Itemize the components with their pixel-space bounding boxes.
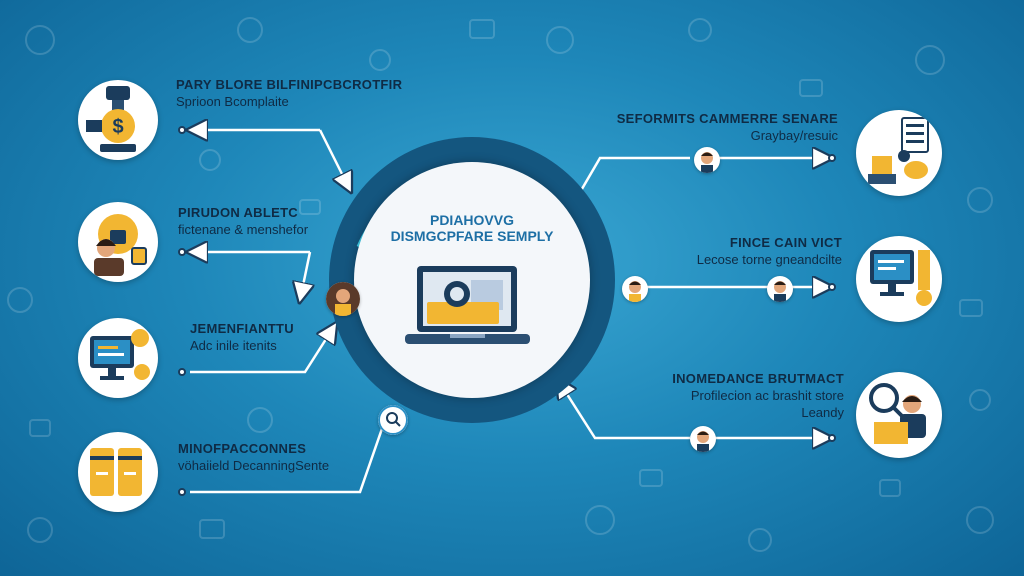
- svg-text:$: $: [112, 116, 123, 138]
- connector-search-icon: [378, 405, 408, 435]
- left-item-4-title: MINOFPACCONNES: [178, 441, 307, 456]
- left-item-2-title: PIRUDON ABLETC: [178, 205, 298, 220]
- person-lock-icon: [78, 202, 158, 282]
- endpoint-dot: [178, 248, 186, 256]
- endpoint-dot: [178, 126, 186, 134]
- left-item-3-title: JEMENFIANTTU: [190, 321, 294, 336]
- endpoint-dot: [828, 154, 836, 162]
- connector-avatar-r2b: [767, 276, 793, 302]
- person-magnifier-icon: [856, 372, 942, 458]
- laptop-lock-icon: [405, 266, 530, 344]
- left-item-1: PARY BLORE BILFINIPCBCROTFIR Sprioon Bco…: [176, 76, 402, 110]
- left-item-3-subtitle: Adc inile itenits: [190, 338, 277, 353]
- right-item-2: FINCE CAIN VICT Lecose torne gneandcilte: [697, 234, 842, 268]
- left-item-4: MINOFPACCONNES vöhaiield DecanningSente: [178, 440, 329, 474]
- right-item-2-title: FINCE CAIN VICT: [729, 235, 842, 250]
- center-title-line1: PDIAHOVVG: [429, 212, 514, 228]
- center-title-line2: DISMGCPFARE SEMPLY: [390, 228, 554, 244]
- connector-avatar-r2a: [622, 276, 648, 302]
- right-item-1: SEFORMITS CAMMERRE SENARE Graybay/resuic: [617, 110, 838, 144]
- left-item-3: JEMENFIANTTU Adc inile itenits: [190, 320, 294, 354]
- computer-coins-icon: [856, 236, 942, 322]
- money-bag-machine-icon: $: [78, 80, 158, 160]
- left-item-1-title: PARY BLORE BILFINIPCBCROTFIR: [176, 77, 403, 92]
- center-title: PDIAHOVVG DISMGCPFARE SEMPLY: [354, 212, 590, 244]
- right-item-1-subtitle: Graybay/resuic: [750, 128, 838, 143]
- right-item-2-subtitle: Lecose torne gneandcilte: [696, 252, 842, 267]
- monitor-coins-icon: [78, 318, 158, 398]
- endpoint-dot: [178, 488, 186, 496]
- checklist-piggy-icon: [856, 110, 942, 196]
- document-boxes-icon: [78, 432, 158, 512]
- left-item-4-subtitle: vöhaiield DecanningSente: [178, 458, 330, 473]
- left-item-2-subtitle: fictenane & menshefor: [178, 222, 309, 237]
- endpoint-dot: [178, 368, 186, 376]
- connector-avatar-left: [326, 282, 360, 316]
- endpoint-dot: [828, 283, 836, 291]
- connector-avatar-r3: [690, 426, 716, 452]
- right-item-3-title: INOMEDANCE BRUTMACT: [672, 371, 844, 386]
- right-item-1-title: SEFORMITS CAMMERRE SENARE: [616, 111, 838, 126]
- connector-avatar-r1: [694, 147, 720, 173]
- endpoint-dot: [828, 434, 836, 442]
- right-item-3-subtitle2: Leandy: [801, 405, 844, 420]
- right-item-3: INOMEDANCE BRUTMACT Profilecion ac brash…: [672, 370, 844, 421]
- left-item-2: PIRUDON ABLETC fictenane & menshefor: [178, 204, 308, 238]
- right-item-3-subtitle: Profilecion ac brashit store: [690, 388, 844, 403]
- left-item-1-subtitle: Sprioon Bcomplaite: [176, 94, 289, 109]
